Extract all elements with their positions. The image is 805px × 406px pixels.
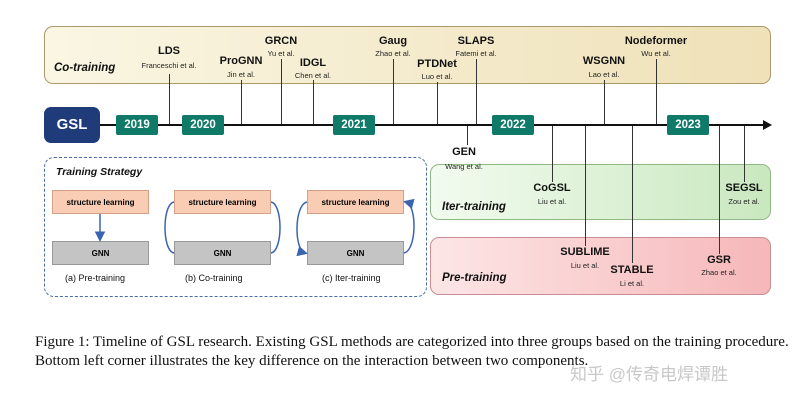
connector-idgl <box>313 80 314 124</box>
method-sublime-authors: Liu et al. <box>570 261 600 270</box>
iter-training-down-arrow <box>296 201 308 257</box>
co-structure-learning-box: structure learning <box>174 190 271 214</box>
method-stable-authors: Li et al. <box>619 279 645 288</box>
connector-sublime <box>585 125 586 246</box>
training-strategy-title: Training Strategy <box>56 166 143 178</box>
connector-gsr <box>719 125 720 254</box>
timeline-arrowhead <box>763 120 772 130</box>
iter-training-up-arrow <box>403 198 415 254</box>
pre-training-subcaption: (a) Pre-training <box>65 273 126 283</box>
connector-slaps <box>476 59 477 124</box>
connector-gen <box>467 125 468 145</box>
method-ptdnet-name: PTDNet <box>417 58 457 70</box>
timeline-axis <box>100 124 765 126</box>
method-gsr-authors: Zhao et al. <box>701 268 737 277</box>
method-idgl-authors: Chen et al. <box>294 71 332 80</box>
figure-caption: Figure 1: Timeline of GSL research. Exis… <box>35 334 789 369</box>
co-training-right-link <box>270 201 281 254</box>
training-strategy-panel <box>44 157 427 297</box>
co-training-label: Co-training <box>54 62 116 74</box>
method-segsl-authors: Zou et al. <box>728 197 760 206</box>
connector-prognn <box>241 80 242 124</box>
method-gen-name: GEN <box>452 146 476 158</box>
year-2023: 2023 <box>667 115 709 135</box>
method-gaug-name: Gaug <box>378 35 408 47</box>
iter-structure-learning-box: structure learning <box>307 190 404 214</box>
iter-training-subcaption: (c) Iter-training <box>322 273 381 283</box>
connector-ptdnet <box>437 82 438 124</box>
iter-gnn-box: GNN <box>307 241 404 265</box>
iter-training-label: Iter-training <box>442 201 506 213</box>
method-segsl-name: SEGSL <box>725 182 763 194</box>
method-cogsl-authors: Liu et al. <box>537 197 567 206</box>
year-2019: 2019 <box>116 115 158 135</box>
method-stable-name: STABLE <box>610 264 654 276</box>
co-gnn-box: GNN <box>174 241 271 265</box>
method-ptdnet-authors: Luo et al. <box>421 72 453 81</box>
method-nodeformer-authors: Wu et al. <box>641 49 671 58</box>
method-idgl-name: IDGL <box>299 57 327 69</box>
pre-training-band <box>430 237 771 295</box>
method-nodeformer-name: Nodeformer <box>624 35 688 47</box>
method-wsgnn-authors: Lao et al. <box>588 70 620 79</box>
connector-gaug <box>393 59 394 124</box>
year-2020: 2020 <box>182 115 224 135</box>
connector-segsl <box>744 125 745 182</box>
iter-training-band <box>430 164 771 220</box>
method-slaps-authors: Fatemi et al. <box>455 49 497 58</box>
watermark: 知乎 @传奇电焊谭胜 <box>570 365 728 384</box>
year-2022: 2022 <box>492 115 534 135</box>
method-prognn-authors: Jin et al. <box>227 70 255 79</box>
co-training-left-link <box>164 201 175 254</box>
method-grcn-name: GRCN <box>264 35 298 47</box>
connector-grcn <box>281 59 282 124</box>
method-gen-authors: Wang et al. <box>445 162 483 171</box>
connector-stable <box>632 125 633 263</box>
connector-wsgnn <box>604 80 605 124</box>
method-lds-authors: Franceschi et al. <box>141 61 197 70</box>
connector-lds <box>169 74 170 124</box>
method-grcn-authors: Yu et al. <box>267 49 295 58</box>
connector-nodeformer <box>656 59 657 124</box>
co-training-subcaption: (b) Co-training <box>185 273 243 283</box>
pre-structure-learning-box: structure learning <box>52 190 149 214</box>
pre-training-label: Pre-training <box>442 272 507 284</box>
gsl-badge: GSL <box>44 107 100 143</box>
pre-gnn-box: GNN <box>52 241 149 265</box>
year-2021: 2021 <box>333 115 375 135</box>
connector-cogsl <box>552 125 553 182</box>
method-sublime-name: SUBLIME <box>560 246 610 258</box>
co-training-band <box>44 26 771 84</box>
method-gsr-name: GSR <box>707 254 731 266</box>
method-prognn-name: ProGNN <box>219 55 263 67</box>
method-slaps-name: SLAPS <box>457 35 495 47</box>
method-cogsl-name: CoGSL <box>533 182 571 194</box>
method-lds-name: LDS <box>158 45 180 57</box>
method-wsgnn-name: WSGNN <box>582 55 626 67</box>
method-gaug-authors: Zhao et al. <box>375 49 411 58</box>
